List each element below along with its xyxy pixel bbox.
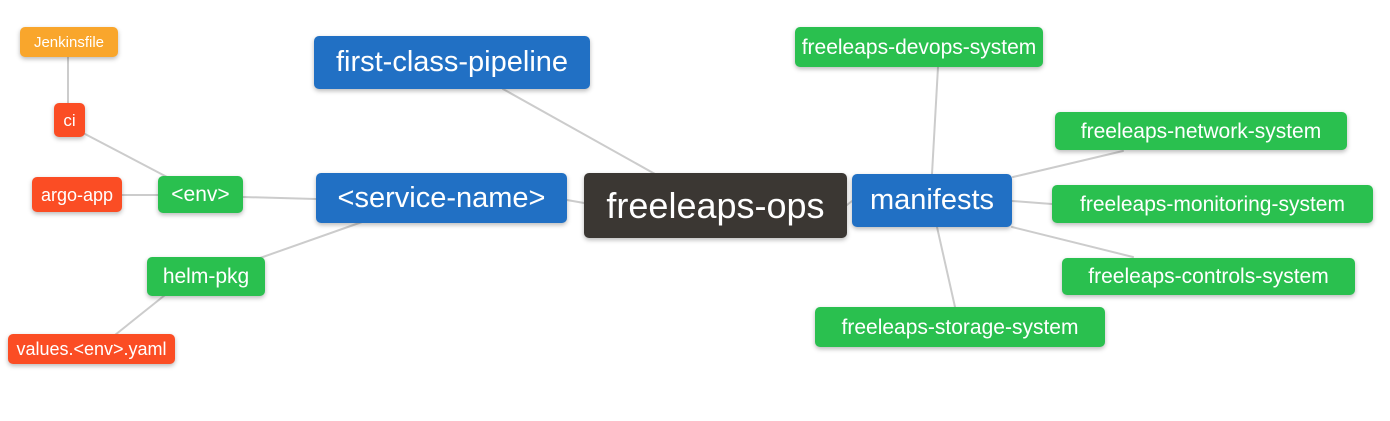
node-helm-pkg[interactable]: helm-pkg [147, 257, 265, 296]
edge-manifests-freeleaps-storage-system [936, 226, 956, 308]
edge-manifests-freeleaps-devops-system [931, 66, 939, 175]
edge-service-name-env [242, 196, 317, 200]
node-argo-app[interactable]: argo-app [32, 177, 122, 212]
node-freeleaps-monitoring-system[interactable]: freeleaps-monitoring-system [1052, 185, 1373, 223]
node-freeleaps-ops[interactable]: freeleaps-ops [584, 173, 847, 238]
node-manifests[interactable]: manifests [852, 174, 1012, 227]
node-freeleaps-network-system[interactable]: freeleaps-network-system [1055, 112, 1347, 150]
edge-env-ci [84, 133, 168, 178]
edge-freeleaps-ops-manifests [846, 200, 853, 206]
node-ci[interactable]: ci [54, 103, 85, 137]
edge-freeleaps-ops-first-class-pipeline [502, 88, 656, 175]
edge-manifests-freeleaps-network-system [1012, 150, 1124, 178]
node-service-name[interactable]: <service-name> [316, 173, 567, 223]
edge-helm-pkg-values-env-yaml [114, 294, 166, 336]
node-first-class-pipeline[interactable]: first-class-pipeline [314, 36, 590, 89]
edge-manifests-freeleaps-controls-system [1011, 226, 1134, 258]
node-values-env-yaml[interactable]: values.<env>.yaml [8, 334, 175, 364]
edge-manifests-freeleaps-monitoring-system [1011, 200, 1053, 205]
node-freeleaps-devops-system[interactable]: freeleaps-devops-system [795, 27, 1043, 67]
node-jenkinsfile[interactable]: Jenkinsfile [20, 27, 118, 57]
node-freeleaps-storage-system[interactable]: freeleaps-storage-system [815, 307, 1105, 347]
edge-service-name-helm-pkg [259, 221, 363, 259]
edge-freeleaps-ops-service-name [566, 199, 585, 204]
node-freeleaps-controls-system[interactable]: freeleaps-controls-system [1062, 258, 1355, 295]
node-env[interactable]: <env> [158, 176, 243, 213]
